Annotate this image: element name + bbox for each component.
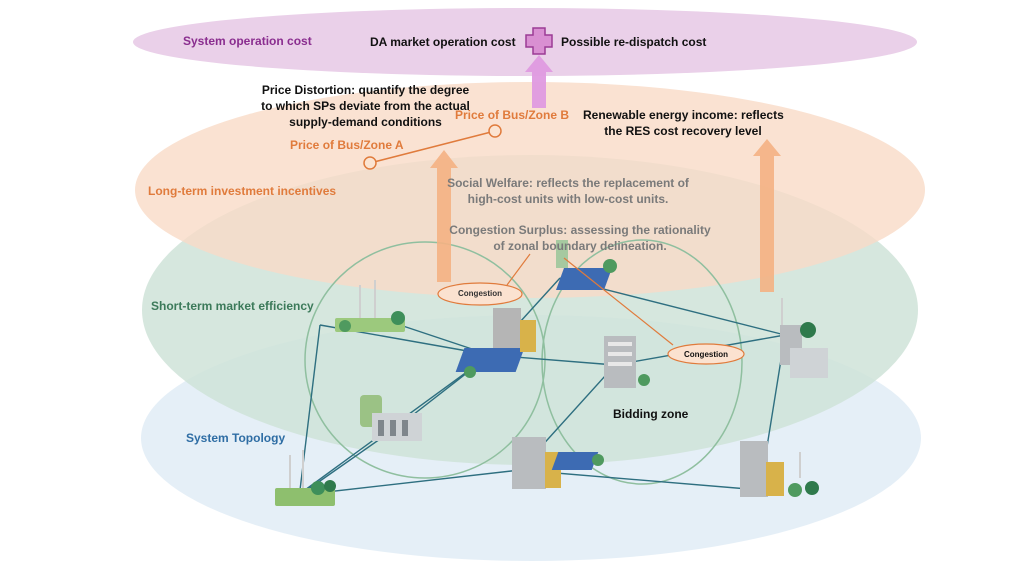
renewable-income-text: Renewable energy income: reflects the RE…: [583, 108, 784, 138]
congestion-pointer-left: [506, 253, 531, 286]
congestion-oval-left: [437, 282, 523, 306]
asset-building-bottom: [512, 437, 604, 489]
da-market-cost: DA market operation cost: [370, 35, 516, 49]
label-system-operation-cost: System operation cost: [183, 34, 312, 48]
long-term-layer: [135, 82, 925, 298]
arrow-left-up: [430, 150, 458, 282]
asset-solar-center: [455, 308, 536, 378]
arrow-to-cost: [525, 55, 553, 108]
congestion-label-right: Congestion: [684, 350, 728, 359]
price-marker-b: [488, 124, 502, 138]
asset-wind-farm-top: [335, 280, 405, 332]
bidding-zone-label: Bidding zone: [613, 407, 689, 421]
asset-building-center: [604, 336, 650, 388]
asset-storage-right: [780, 298, 828, 378]
label-short-term-efficiency: Short-term market efficiency: [151, 299, 314, 313]
label-system-topology: System Topology: [186, 431, 286, 445]
congestion-pointer-right: [563, 257, 674, 346]
asset-wind-farm-left: [275, 450, 336, 506]
price-distortion-text: Price Distortion: quantify the degree to…: [261, 83, 470, 129]
social-welfare-text: Social Welfare: reflects the replacement…: [447, 176, 689, 206]
price-zone-a: Price of Bus/Zone A: [290, 138, 404, 152]
bidding-zone-right-circle: [541, 239, 743, 485]
price-zone-b: Price of Bus/Zone B: [455, 108, 570, 122]
redispatch-cost: Possible re-dispatch cost: [561, 35, 707, 49]
congestion-surplus-text: Congestion Surplus: assessing the ration…: [449, 223, 711, 253]
congestion-oval-right: [667, 343, 745, 365]
price-marker-a: [363, 156, 377, 170]
plus-icon: [525, 27, 553, 55]
cost-layer: [133, 8, 917, 76]
arrow-right-up: [753, 139, 781, 292]
asset-storage-left: [360, 395, 422, 441]
price-line: [369, 130, 496, 164]
asset-building-right: [740, 441, 819, 497]
congestion-label-left: Congestion: [458, 289, 502, 298]
label-long-term-investment: Long-term investment incentives: [148, 184, 337, 198]
